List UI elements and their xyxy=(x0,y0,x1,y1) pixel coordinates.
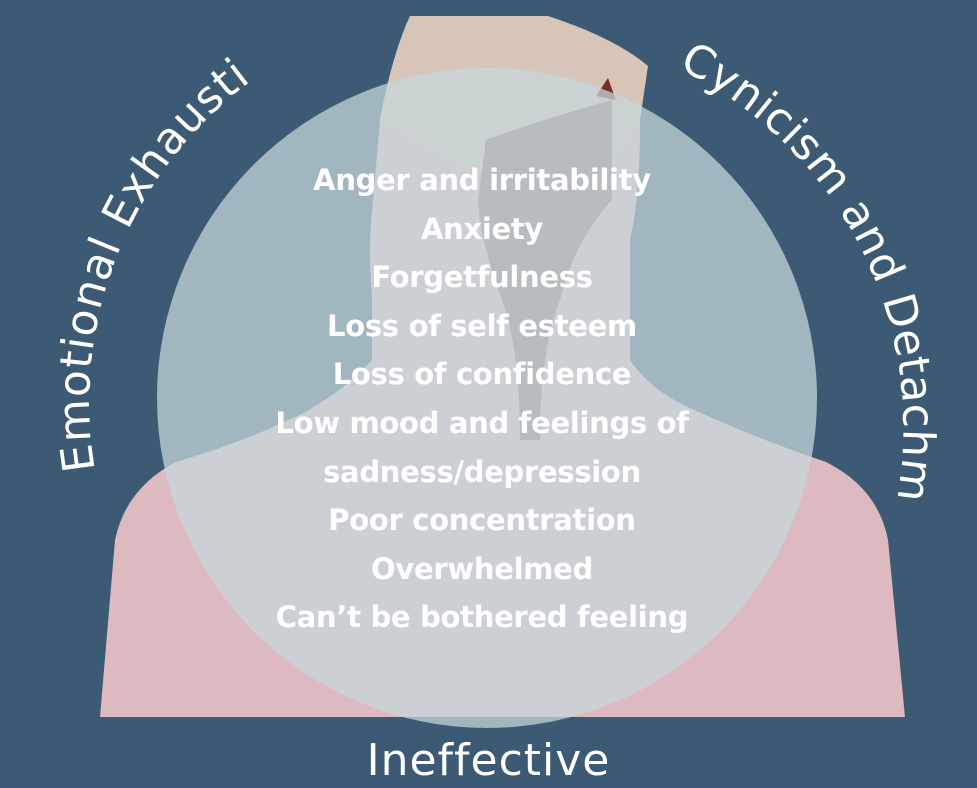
symptom-item: Can’t be bothered feeling xyxy=(200,593,764,642)
symptom-list: Anger and irritability Anxiety Forgetful… xyxy=(200,156,764,642)
symptom-item: Loss of self esteem xyxy=(200,302,764,351)
symptom-item: Forgetfulness xyxy=(200,253,764,302)
symptom-item: Low mood and feelings of xyxy=(200,399,764,448)
symptom-item: Anxiety xyxy=(200,205,764,254)
symptom-item: Loss of confidence xyxy=(200,350,764,399)
symptom-item: Poor concentration xyxy=(200,496,764,545)
ineffective-label: Ineffective xyxy=(0,734,977,788)
symptom-item: Anger and irritability xyxy=(200,156,764,205)
symptom-item: sadness/depression xyxy=(200,448,764,497)
symptom-item: Overwhelmed xyxy=(200,545,764,594)
